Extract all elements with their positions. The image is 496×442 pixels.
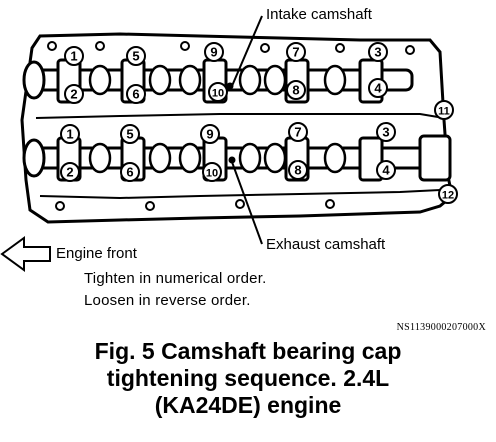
figure-caption-line-1: Fig. 5 Camshaft bearing cap [94,338,402,364]
intake-bolt-7: 7 [286,42,306,62]
intake-bolt-2: 2 [64,84,84,104]
svg-text:9: 9 [206,127,213,142]
svg-text:5: 5 [126,127,133,142]
svg-text:12: 12 [442,190,454,202]
exhaust-camshaft-tail [418,134,452,182]
intake-cam-lobes [88,64,347,96]
svg-text:1: 1 [70,49,77,64]
exhaust-bolt-12: 12 [438,184,458,204]
exhaust-bolt-7: 7 [288,122,308,142]
svg-text:3: 3 [382,125,389,140]
svg-text:7: 7 [292,45,299,60]
exhaust-bolt-3: 3 [376,122,396,142]
intake-bolt-4: 4 [368,78,388,98]
svg-text:10: 10 [206,168,218,180]
tighten-instruction: Tighten in numerical order. [84,270,267,287]
exhaust-bolt-2: 2 [60,162,80,182]
exhaust-bolt-4: 4 [376,160,396,180]
exhaust-bolt-8: 8 [288,160,308,180]
svg-text:2: 2 [70,87,77,102]
exhaust-camshaft-nose [22,138,46,178]
exhaust-cam-lobes [88,142,347,174]
exhaust-leader-line [231,161,263,245]
reference-code: NS1139000207000X [396,322,486,333]
svg-text:1: 1 [66,127,73,142]
intake-bolt-8: 8 [286,80,306,100]
svg-text:6: 6 [126,165,133,180]
intake-leader-line [231,15,263,87]
intake-camshaft-label: Intake camshaft [266,6,372,23]
svg-text:8: 8 [292,83,299,98]
intake-bolt-9: 9 [204,42,224,62]
exhaust-bolt-5: 5 [120,124,140,144]
figure-caption-line-2: tightening sequence. 2.4L [106,365,390,391]
exhaust-bolt-9: 9 [200,124,220,144]
loosen-instruction: Loosen in reverse order. [84,292,251,309]
svg-text:11: 11 [438,106,450,118]
svg-text:3: 3 [374,45,381,60]
exhaust-bolt-1: 1 [60,124,80,144]
head-mid-rail [35,113,445,119]
figure-caption-line-3: (KA24DE) engine [154,392,342,418]
svg-text:4: 4 [382,163,390,178]
svg-text:2: 2 [66,165,73,180]
engine-front-arrow [0,236,51,272]
head-bolt-holes [47,41,415,211]
svg-text:5: 5 [132,49,139,64]
intake-bolt-1: 1 [64,46,84,66]
svg-text:9: 9 [210,45,217,60]
head-lower-rail [39,189,441,200]
exhaust-bolt-11: 11 [434,100,454,120]
intake-bolt-10: 10 [208,82,228,102]
intake-bolt-3: 3 [368,42,388,62]
intake-bolt-6: 6 [126,84,146,104]
svg-text:8: 8 [294,163,301,178]
svg-text:10: 10 [212,88,224,100]
intake-camshaft-nose [22,60,46,100]
svg-text:7: 7 [294,125,301,140]
engine-front-label: Engine front [56,245,137,262]
exhaust-bolt-6: 6 [120,162,140,182]
svg-text:4: 4 [374,81,382,96]
exhaust-camshaft-label: Exhaust camshaft [266,236,386,253]
intake-bolt-5: 5 [126,46,146,66]
exhaust-bolt-10: 10 [202,162,222,182]
svg-text:6: 6 [132,87,139,102]
